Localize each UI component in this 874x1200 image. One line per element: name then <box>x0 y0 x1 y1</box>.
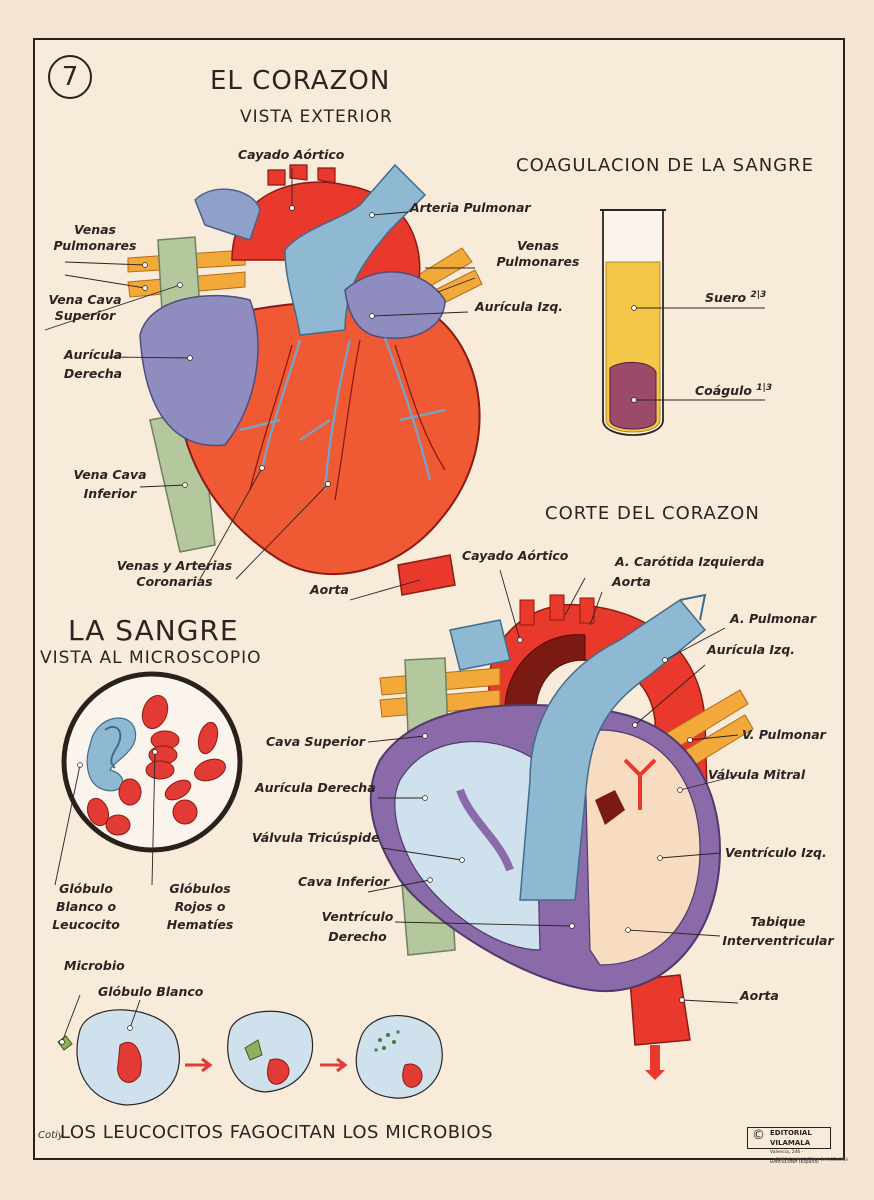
publisher-address: Valencia, 246 - BARCELONA (España) <box>770 1150 819 1165</box>
coronary-arteries <box>249 339 446 501</box>
clot-fill <box>609 362 657 430</box>
heart-section-title: CORTE DEL CORAZON <box>545 503 760 524</box>
aortic-branches <box>267 164 336 186</box>
red-blood-cells <box>86 695 226 836</box>
leucocyte-shape <box>86 717 137 792</box>
label-aorta-bottom: Aorta <box>740 988 779 1003</box>
descending-aorta-shape <box>397 554 456 596</box>
label-cayado-aortico-section: Cayado Aórtico <box>462 548 569 563</box>
copyright-icon: © <box>752 1128 765 1143</box>
label-auricula-izq-exterior: Aurícula Izq. <box>475 299 564 314</box>
label-arteria-pulmonar: Arteria Pulmonar <box>410 200 531 215</box>
tube-leader-lines <box>634 307 765 401</box>
label-venas-arterias-coronarias: Venas y Arterias Coronarias <box>116 558 233 589</box>
blood-leader-lines <box>54 751 156 886</box>
label-coagulo-text: Coágulo <box>695 383 752 399</box>
section-leader-lines <box>367 569 741 1004</box>
heart-section <box>369 593 754 1080</box>
exterior-leader-lines <box>44 168 476 601</box>
label-vena-cava-superior: Vena Cava Superior <box>48 292 122 323</box>
label-auricula-derecha-section: Aurícula Derecha <box>255 780 376 795</box>
label-a-pulmonar: A. Pulmonar <box>730 611 817 626</box>
label-cava-superior: Cava Superior <box>266 734 366 749</box>
label-globulo-blanco-leucocito: Glóbulo Blanco o Leucocito <box>52 881 120 932</box>
label-suero-text: Suero <box>705 290 747 306</box>
label-cayado-aortico: Cayado Aórtico <box>238 147 345 162</box>
label-carotida-izquierda: A. Carótida Izquierda <box>615 554 765 569</box>
label-auricula-derecha-exterior: Aurícula Derecha <box>63 347 123 381</box>
publisher-name: EDITORIAL VILAMALA <box>770 1129 812 1147</box>
printer-credit: GRÁFICA MODERNA BARCELONA <box>775 1158 849 1163</box>
artist-signature: Cotiy <box>38 1130 64 1141</box>
label-valvula-mitral: Válvula Mitral <box>708 767 806 782</box>
exterior-heart <box>127 163 483 596</box>
label-ventriculo-izq: Ventrículo Izq. <box>725 845 827 860</box>
coagulation-title: COAGULACION DE LA SANGRE <box>516 155 815 176</box>
label-valvula-tricuspide: Válvula Tricúspide <box>252 830 380 845</box>
label-vena-cava-inferior: Vena Cava Inferior <box>73 467 147 501</box>
blood-title: LA SANGRE <box>68 614 239 647</box>
test-tube <box>600 209 666 436</box>
exterior-leader-dots <box>142 205 375 488</box>
label-coagulo-fraction: 1|3 <box>756 383 773 393</box>
label-suero-fraction: 2|3 <box>750 290 767 300</box>
label-aorta-exterior: Aorta <box>310 582 349 597</box>
label-tabique: Tabique Interventricular <box>722 914 834 948</box>
phagocytosis-caption: LOS LEUCOCITOS FAGOCITAN LOS MICROBIOS <box>60 1122 494 1143</box>
phagocytosis-sequence <box>57 994 443 1106</box>
heart-exterior-title: EL CORAZON <box>210 66 391 96</box>
coronary-veins <box>239 337 446 491</box>
label-venas-pulmonares-left: Venas Pulmonares <box>53 222 137 253</box>
heart-exterior-subtitle: VISTA EXTERIOR <box>240 107 393 127</box>
plate-number: 7 <box>48 55 92 99</box>
blood-subtitle: VISTA AL MICROSCOPIO <box>40 648 262 668</box>
label-microbio: Microbio <box>64 958 125 973</box>
section-leader-dots <box>422 637 693 1003</box>
label-auricula-izq-section: Aurícula Izq. <box>707 642 796 657</box>
publisher-stamp: © EDITORIAL VILAMALA Valencia, 246 - BAR… <box>747 1127 831 1165</box>
left-atrium-shape <box>344 271 446 339</box>
label-coagulo: Coágulo 1|3 <box>695 378 772 401</box>
left-vessel-shape <box>194 188 261 241</box>
label-cava-inferior: Cava Inferior <box>298 874 390 889</box>
label-globulo-blanco-phago: Glóbulo Blanco <box>98 984 204 999</box>
label-suero: Suero 2|3 <box>705 285 766 308</box>
label-venas-pulmonares-right: Venas Pulmonares <box>496 238 580 269</box>
pulmonary-artery-shape <box>284 163 427 336</box>
label-v-pulmonar: V. Pulmonar <box>742 727 826 742</box>
label-ventriculo-derecho: Ventrículo Derecho <box>321 909 394 944</box>
microscope-view <box>61 671 243 853</box>
poster-frame <box>33 38 845 1160</box>
right-atrium-shape <box>139 294 259 447</box>
label-globulos-rojos: Glóbulos Rojos o Hematíes <box>166 881 234 932</box>
label-aorta-top: Aorta <box>612 574 651 589</box>
